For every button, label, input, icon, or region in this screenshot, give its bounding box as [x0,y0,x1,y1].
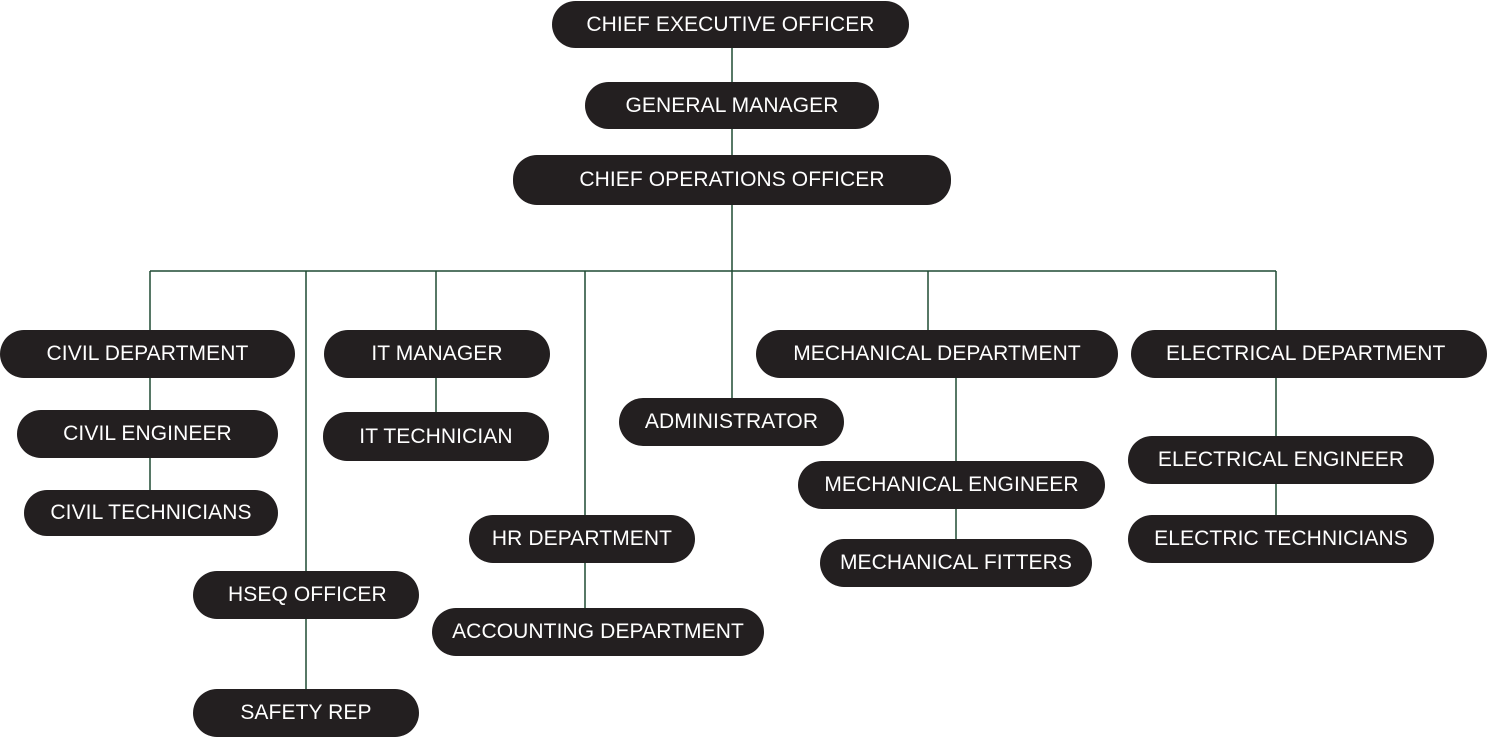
node-administrator: ADMINISTRATOR [619,398,844,446]
node-hseq-officer: HSEQ OFFICER [193,571,419,619]
node-safety-rep: SAFETY REP [193,689,419,737]
node-civil-engineer: CIVIL ENGINEER [17,410,278,458]
node-it-technician: IT TECHNICIAN [323,412,549,461]
node-ceo: CHIEF EXECUTIVE OFFICER [552,1,909,48]
node-mechanical-department: MECHANICAL DEPARTMENT [756,330,1118,378]
node-civil-department: CIVIL DEPARTMENT [0,330,295,378]
node-mechanical-fitters: MECHANICAL FITTERS [820,539,1092,587]
node-hr-department: HR DEPARTMENT [469,515,695,563]
node-electrical-department: ELECTRICAL DEPARTMENT [1131,330,1487,378]
node-electrical-engineer: ELECTRICAL ENGINEER [1128,436,1434,484]
node-electric-technicians: ELECTRIC TECHNICIANS [1128,515,1434,563]
node-accounting-department: ACCOUNTING DEPARTMENT [432,608,764,656]
node-coo: CHIEF OPERATIONS OFFICER [513,155,951,205]
node-civil-technicians: CIVIL TECHNICIANS [24,490,278,536]
node-it-manager: IT MANAGER [324,330,550,378]
node-general-manager: GENERAL MANAGER [585,82,879,129]
node-mechanical-engineer: MECHANICAL ENGINEER [798,461,1105,509]
